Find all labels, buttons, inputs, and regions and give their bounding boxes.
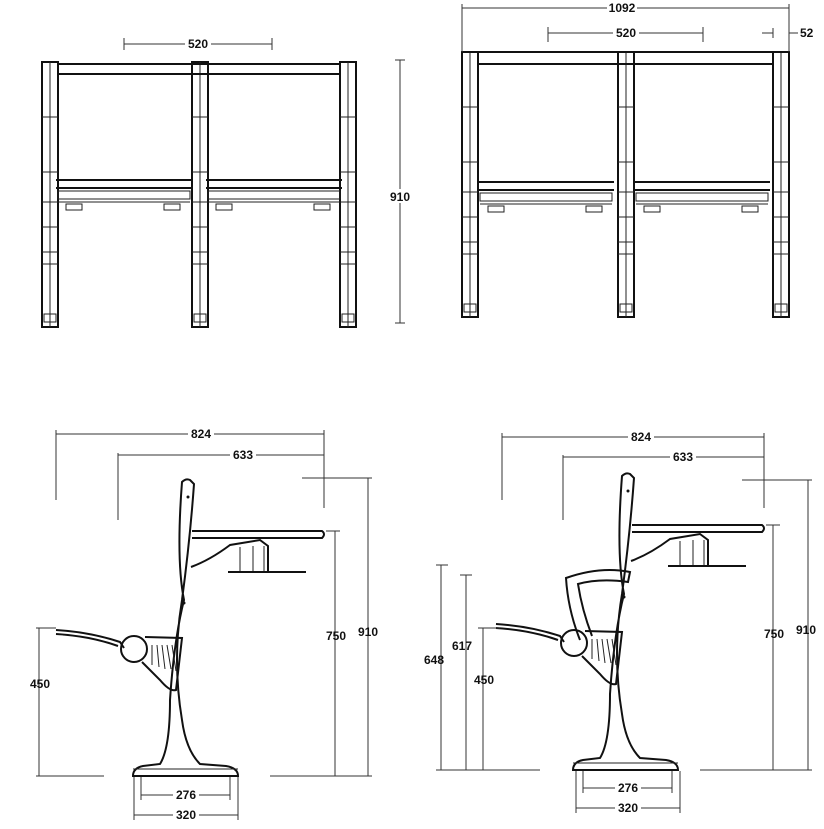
dimension-label: 320 [176,808,196,822]
armrest [564,569,632,641]
dimension-label: 648 [424,653,444,667]
dimension-label: 520 [616,26,636,40]
dimension-label: 824 [191,427,211,441]
side-view-armrest: 824 633 910 750 648 617 450 276 [424,430,816,815]
dimension-label: 910 [796,623,816,637]
dimension-label: 276 [176,788,196,802]
dimension-label: 450 [30,677,50,691]
dimension-label: 910 [390,190,410,204]
dimension-overall-width: 1092 [461,1,790,52]
dimension-seat-width: 520 [547,26,704,42]
front-view-double: 1092 520 52 [461,1,814,318]
dimensions: 824 633 910 750 648 617 450 276 [424,430,816,815]
dimension-label: 824 [631,430,651,444]
dimensions: 824 633 910 750 450 276 320 [30,427,378,822]
dimension-post-width: 52 [762,26,814,40]
dimension-label: 1092 [609,1,636,15]
dimension-label: 633 [673,450,693,464]
front-view-single: 520 910 [41,37,412,328]
dimension-label: 750 [764,627,784,641]
dimension-label: 633 [233,448,253,462]
dimension-width: 520 [123,37,273,51]
dimension-label: 320 [618,801,638,815]
dimension-label: 276 [618,781,638,795]
dimension-label: 450 [474,673,494,687]
dimension-label: 910 [358,625,378,639]
side-view: 824 633 910 750 450 276 320 [30,427,378,822]
dimension-label: 520 [188,37,208,51]
dimension-label: 52 [800,26,814,40]
dimension-label: 617 [452,639,472,653]
dimension-label: 750 [326,629,346,643]
dimension-height: 910 [388,59,412,324]
